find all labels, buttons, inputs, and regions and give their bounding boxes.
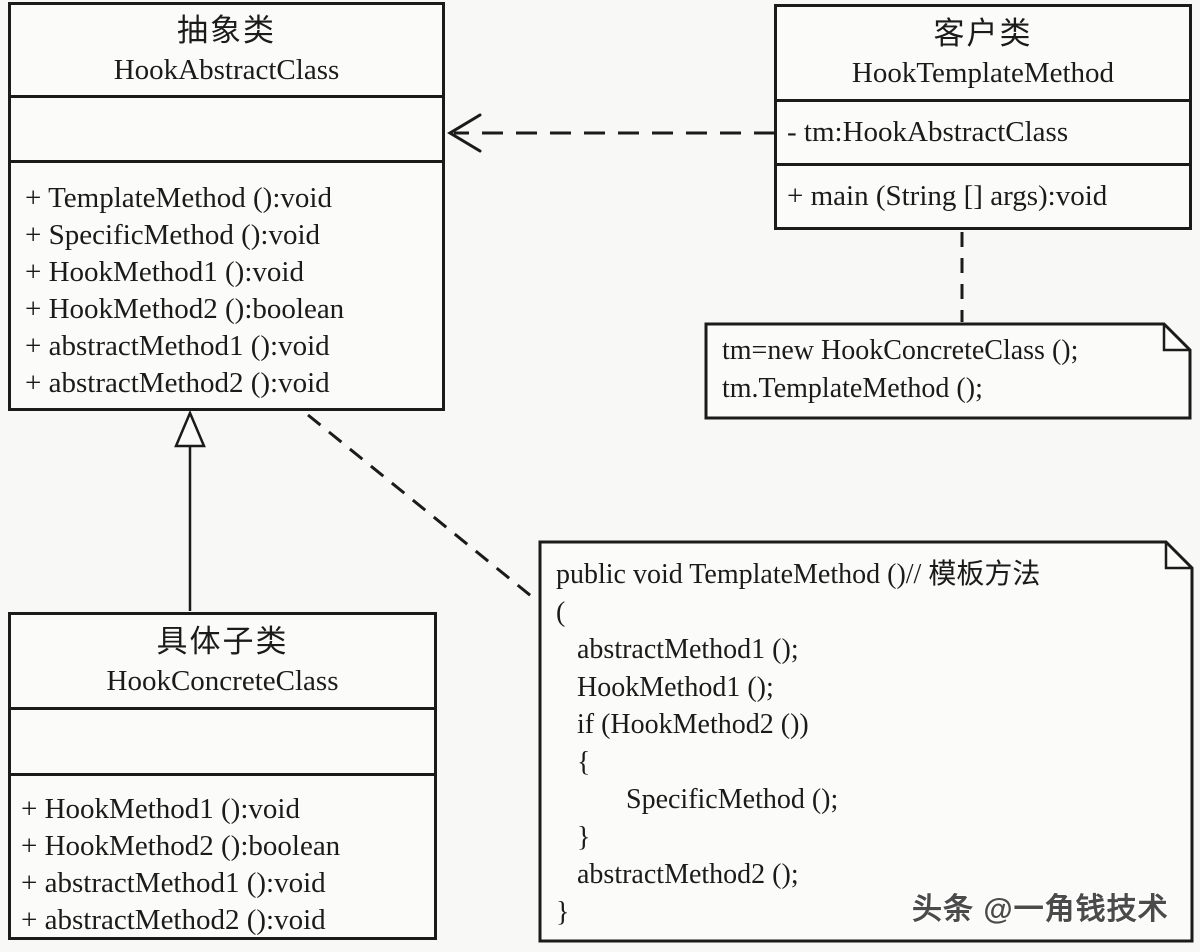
class-name: HookTemplateMethod xyxy=(851,57,1115,89)
class-name: HookAbstractClass xyxy=(113,54,340,86)
watermark-text: 头条 @一角钱技术 xyxy=(912,893,1169,926)
note-anchor-diagonal-dashed xyxy=(307,413,537,602)
note-code-line: } xyxy=(556,821,591,853)
class-stereotype: 抽象类 xyxy=(177,13,276,48)
method-line: + abstractMethod1 ():void xyxy=(25,330,330,362)
class-box-hook-template-method: 客户类 HookTemplateMethod - tm:HookAbstract… xyxy=(774,4,1192,230)
note-code-line: tm=new HookConcreteClass (); xyxy=(722,335,1079,366)
class-name: HookConcreteClass xyxy=(106,665,339,697)
generalization-hollow-triangle xyxy=(174,409,206,448)
class-methods-compartment: + main (String [] args):void xyxy=(777,163,1189,227)
note-code-line: if (HookMethod2 ()) xyxy=(556,709,809,740)
note-code-line: SpecificMethod (); xyxy=(556,784,839,815)
note-code-line: { xyxy=(556,746,591,778)
method-line: + SpecificMethod ():void xyxy=(25,219,321,251)
client-note-fold-icon xyxy=(1162,324,1190,352)
method-line: + HookMethod1 ():void xyxy=(21,793,300,825)
method-line: + HookMethod2 ():boolean xyxy=(21,830,341,862)
class-stereotype: 具体子类 xyxy=(156,624,289,659)
template-note-fold-icon xyxy=(1164,542,1192,570)
method-line: + abstractMethod2 ():void xyxy=(25,367,330,399)
class-attributes-compartment: - tm:HookAbstractClass xyxy=(777,99,1189,163)
note-code-line: tm.TemplateMethod (); xyxy=(722,372,983,404)
method-line: + HookMethod2 ():boolean xyxy=(25,293,345,325)
class-methods-compartment: + TemplateMethod ():void + SpecificMethod… xyxy=(11,160,442,408)
method-line: + TemplateMethod ():void xyxy=(25,182,332,214)
note-code-line: abstractMethod1 (); xyxy=(556,634,799,665)
class-title-compartment: 具体子类 HookConcreteClass xyxy=(11,615,434,707)
template-note-text: public void TemplateMethod ()// 模板方法 ( ab… xyxy=(556,556,1040,931)
class-title-compartment: 抽象类 HookAbstractClass xyxy=(11,5,442,95)
class-attributes-compartment xyxy=(11,95,442,160)
class-stereotype: 客户类 xyxy=(933,16,1033,51)
method-line: + main (String [] args):void xyxy=(787,180,1108,212)
method-line: + abstractMethod2 ():void xyxy=(21,904,326,936)
class-box-hook-concrete-class: 具体子类 HookConcreteClass + HookMethod1 ():… xyxy=(8,612,437,940)
attribute-line: - tm:HookAbstractClass xyxy=(787,116,1069,148)
method-line: + abstractMethod1 ():void xyxy=(21,867,326,899)
class-box-hook-abstract-class: 抽象类 HookAbstractClass + TemplateMethod (… xyxy=(8,2,445,411)
note-code-line: ( xyxy=(556,596,566,628)
class-methods-compartment: + HookMethod1 ():void + HookMethod2 ():bo… xyxy=(11,773,434,939)
dependency-open-arrowhead xyxy=(447,113,482,153)
method-line: + HookMethod1 ():void xyxy=(25,256,304,288)
note-code-line: HookMethod1 (); xyxy=(556,671,774,703)
class-title-compartment: 客户类 HookTemplateMethod xyxy=(777,7,1189,99)
class-attributes-compartment xyxy=(11,707,434,773)
note-code-line: public void TemplateMethod ()// 模板方法 xyxy=(556,559,1041,590)
client-note-text: tm=new HookConcreteClass (); tm.TemplateM… xyxy=(722,332,1078,407)
